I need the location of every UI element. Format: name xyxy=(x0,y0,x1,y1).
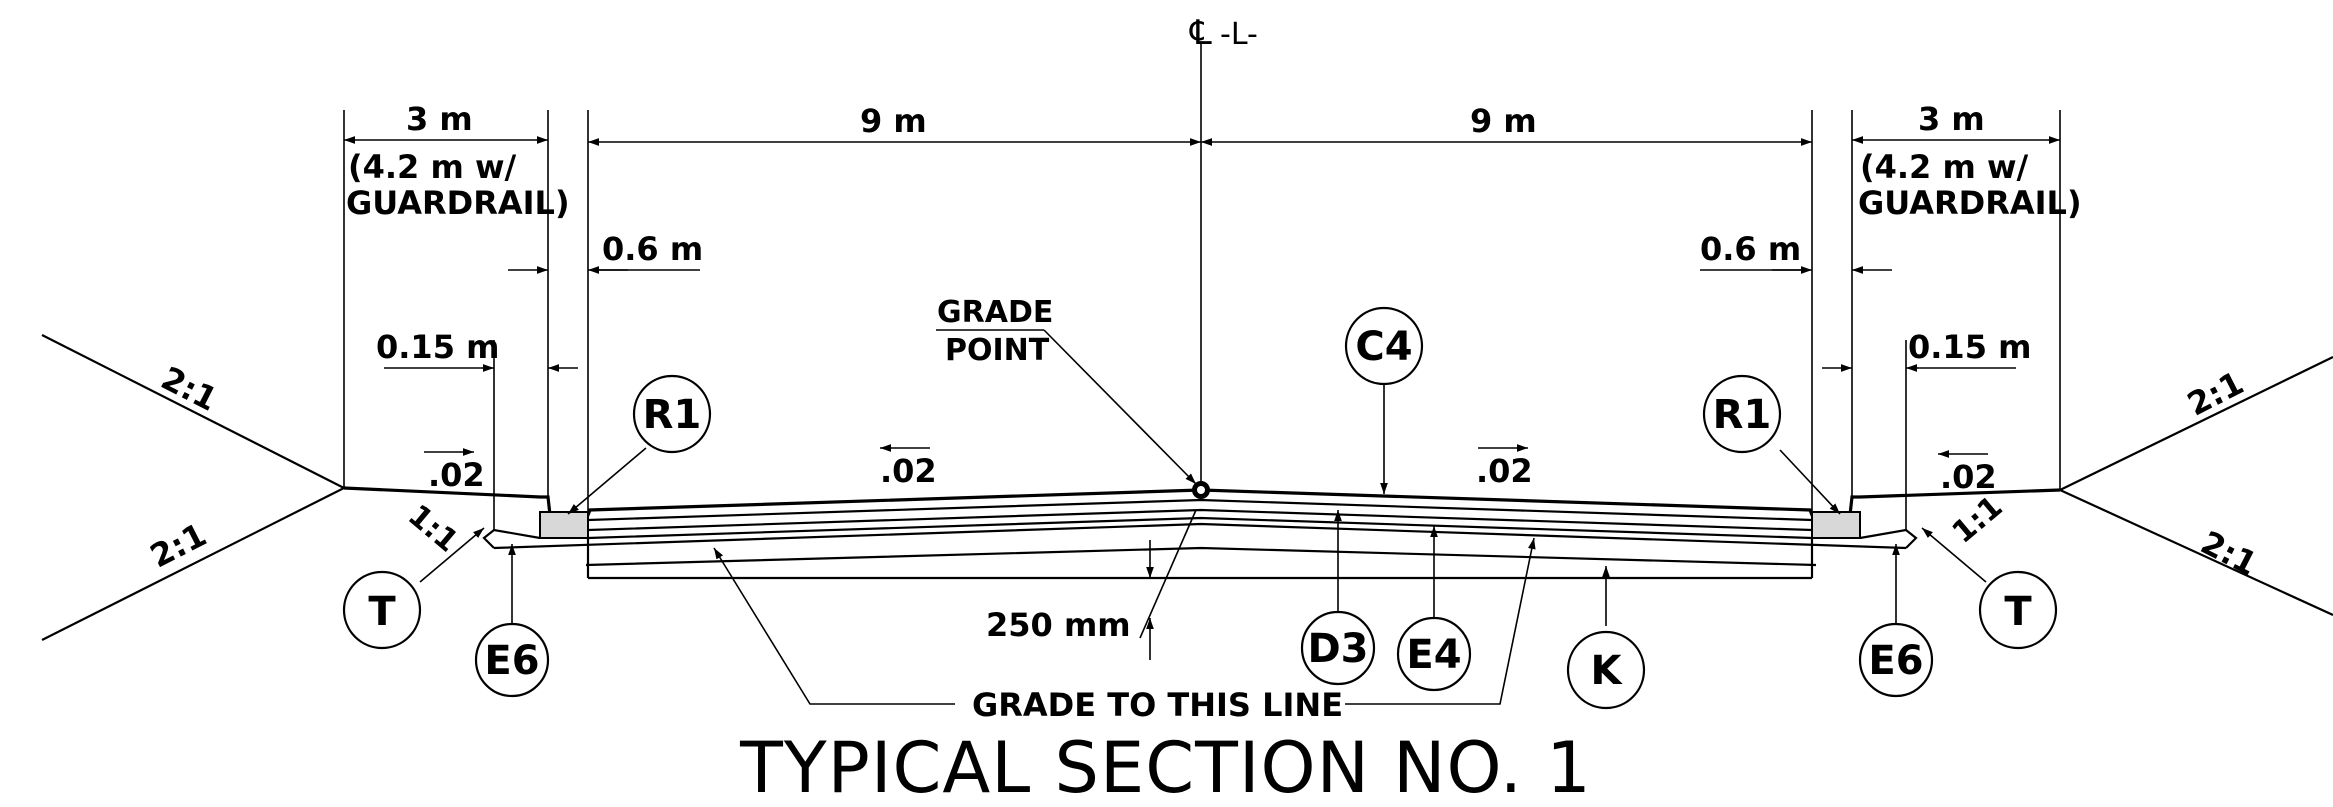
callout-label: R1 xyxy=(1713,392,1772,438)
callout-t-left: T xyxy=(342,570,422,650)
right-side-slopes: 2:1 2:1 xyxy=(2059,356,2333,617)
callout-e6-right: E6 xyxy=(1858,622,1934,698)
callout-label: T xyxy=(368,589,396,635)
callout-label: E6 xyxy=(1868,638,1923,684)
callout-e6-left: E6 xyxy=(474,622,550,698)
left-guardrail-line1: (4.2 m w/ xyxy=(348,148,517,186)
callout-label: K xyxy=(1591,648,1624,694)
left-offset-015: 0.15 m xyxy=(376,328,499,366)
right-offset-015: 0.15 m xyxy=(1908,328,2031,366)
grade-point-line1: GRADE xyxy=(937,295,1053,330)
grade-line-annotation: GRADE TO THIS LINE xyxy=(713,537,1536,724)
callout-label: D3 xyxy=(1307,626,1368,672)
callout-label: T xyxy=(2004,589,2032,635)
callout-r1-left: R1 xyxy=(632,374,712,454)
callout-d3: D3 xyxy=(1300,610,1376,686)
right-guardrail-line1: (4.2 m w/ xyxy=(1860,148,2029,186)
callout-e4: E4 xyxy=(1396,616,1472,692)
centerline: ℄ -L- xyxy=(1189,13,1258,492)
left-bottom-slope-label: 2:1 xyxy=(144,515,212,575)
right-curb xyxy=(1811,511,1861,539)
left-top-slope-label: 2:1 xyxy=(155,359,223,419)
callout-label: E4 xyxy=(1406,632,1461,678)
right-shoulder-width: 3 m xyxy=(1918,100,1985,138)
left-shoulder-cross-slope: .02 xyxy=(428,456,485,494)
callout-label: R1 xyxy=(643,392,702,438)
right-shoulder-cross-slope: .02 xyxy=(1940,458,1997,496)
callout-leaders xyxy=(419,382,1987,626)
right-guardrail-line2: GUARDRAIL) xyxy=(1858,184,2082,222)
depth-dimension: 250 mm xyxy=(986,509,1197,660)
centerline-label: -L- xyxy=(1220,17,1258,52)
right-ditch-slope: 1:1 xyxy=(1946,489,2010,550)
callout-label: C4 xyxy=(1355,324,1412,370)
callout-k: K xyxy=(1566,630,1646,710)
left-ditch-slope: 1:1 xyxy=(401,498,465,559)
grade-point-annotation: GRADE POINT xyxy=(936,295,1197,485)
right-lane-cross-slope: .02 xyxy=(1476,452,1533,490)
top-dimensions: 3 m (4.2 m w/ GUARDRAIL) 9 m 9 m 3 m (4.… xyxy=(343,100,2082,530)
left-curb xyxy=(539,511,589,539)
pavement-section xyxy=(343,481,2061,580)
right-lane-width: 9 m xyxy=(1470,102,1537,140)
left-shoulder-width: 3 m xyxy=(406,100,473,138)
left-offset-06: 0.6 m xyxy=(602,230,703,268)
right-offset-06: 0.6 m xyxy=(1700,230,1801,268)
centerline-symbol: ℄ xyxy=(1189,13,1212,53)
callout-c4: C4 xyxy=(1344,306,1424,386)
callout-label: E6 xyxy=(484,638,539,684)
right-bottom-slope-label: 2:1 xyxy=(2195,523,2263,583)
left-side-slopes: 2:1 2:1 xyxy=(41,334,345,641)
left-lane-width: 9 m xyxy=(860,102,927,140)
left-lane-cross-slope: .02 xyxy=(880,452,937,490)
grade-point-line2: POINT xyxy=(945,333,1050,368)
depth-label: 250 mm xyxy=(986,606,1131,644)
callout-r1-right: R1 xyxy=(1702,374,1782,454)
right-top-slope-label: 2:1 xyxy=(2181,364,2249,424)
left-guardrail-line2: GUARDRAIL) xyxy=(346,184,570,222)
callout-t-right: T xyxy=(1978,570,2058,650)
grade-line-label: GRADE TO THIS LINE xyxy=(972,686,1343,724)
drawing-title: TYPICAL SECTION NO. 1 xyxy=(739,727,1592,807)
